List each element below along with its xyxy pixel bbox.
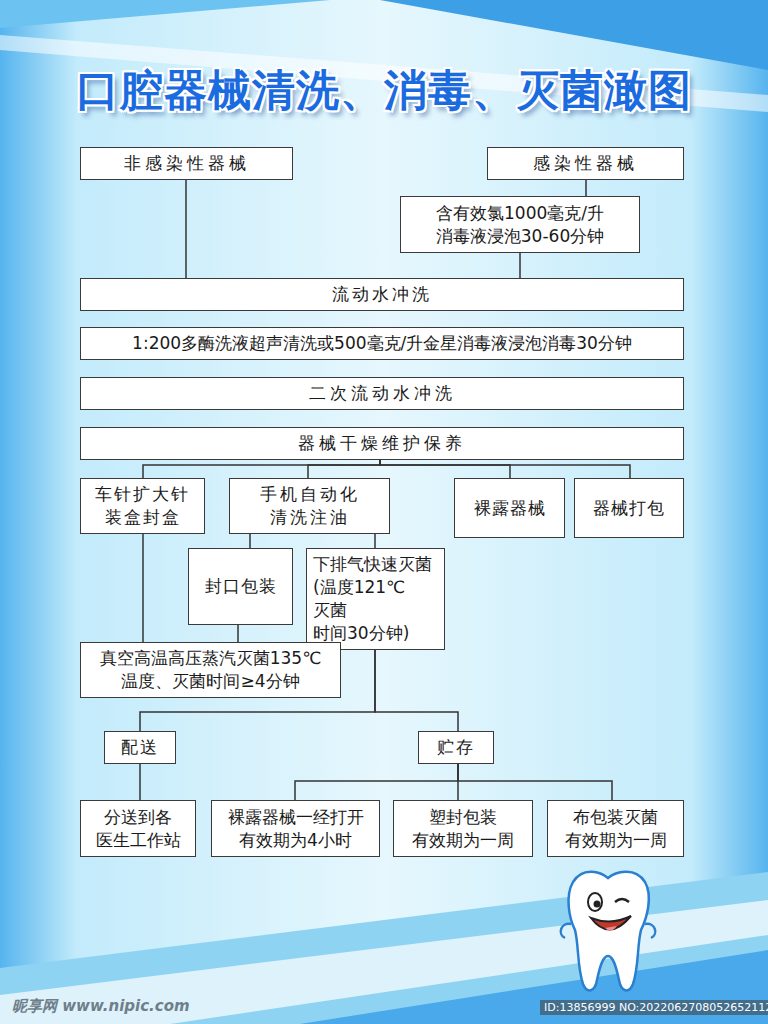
connector-line	[142, 534, 144, 642]
box-text: 封口包装	[195, 575, 286, 598]
connector-line	[308, 460, 380, 478]
box-content: 裸露器械一经打开 有效期为4小时	[212, 804, 379, 854]
box-text: 分送到各 医生工作站	[87, 806, 189, 852]
box-content: 贮存	[419, 734, 493, 761]
process-box: 配送	[104, 731, 176, 764]
box-text: 1:200多酶洗液超声清洗或500毫克/升金星消毒液浸泡消毒30分钟	[87, 332, 677, 355]
process-box: 塑封包装 有效期为一周	[393, 800, 533, 857]
tooth-pupil	[594, 901, 601, 908]
connector-line	[374, 534, 376, 548]
process-box: 流动水冲洗	[80, 278, 684, 311]
process-box: 裸露器械	[454, 478, 565, 538]
box-text: 二次流动水冲洗	[87, 382, 677, 405]
box-text: 感染性器械	[494, 152, 677, 175]
box-content: 非感染性器械	[81, 150, 292, 177]
connector-line	[458, 764, 612, 800]
box-text: 裸露器械	[461, 497, 558, 520]
box-content: 流动水冲洗	[81, 281, 683, 308]
box-text: 器械打包	[581, 497, 677, 520]
corner-band	[380, 0, 768, 70]
box-content: 器械打包	[575, 495, 683, 522]
process-box: 真空高温高压蒸汽灭菌135℃ 温度、灭菌时间≥4分钟	[80, 642, 341, 698]
box-content: 器械干燥维护保养	[81, 430, 683, 457]
box-content: 二次流动水冲洗	[81, 380, 683, 407]
process-box: 车针扩大针 装盒封盒	[80, 478, 205, 534]
process-box: 封口包装	[188, 548, 293, 625]
box-text: 裸露器械一经打开 有效期为4小时	[218, 806, 373, 852]
connector-line	[380, 460, 510, 478]
box-content: 裸露器械	[455, 495, 564, 522]
box-content: 感染性器械	[488, 150, 683, 177]
connector-line	[139, 764, 141, 800]
connector-line	[185, 180, 187, 278]
box-text: 手机自动化 清洗注油	[236, 483, 383, 529]
process-box: 二次流动水冲洗	[80, 377, 684, 410]
box-content: 分送到各 医生工作站	[81, 804, 195, 854]
box-content: 配送	[105, 734, 175, 761]
tooth-tongue	[605, 926, 617, 931]
process-box: 手机自动化 清洗注油	[229, 478, 390, 534]
box-content: 车针扩大针 装盒封盒	[81, 481, 204, 531]
corner-band	[0, 0, 330, 28]
box-text: 配送	[111, 736, 169, 759]
box-text: 含有效氯1000毫克/升 消毒液浸泡30-60分钟	[407, 202, 633, 248]
box-text: 非感染性器械	[87, 152, 286, 175]
tooth-body	[569, 872, 649, 991]
box-text: 布包装灭菌 有效期为一周	[554, 806, 677, 852]
connector-line	[375, 650, 458, 731]
title: 口腔器械清洗、消毒、灭菌澉图	[0, 62, 768, 120]
connector-line	[249, 534, 251, 548]
box-content: 布包装灭菌 有效期为一周	[548, 804, 683, 854]
box-text: 塑封包装 有效期为一周	[400, 806, 526, 852]
tooth-arm	[561, 924, 571, 938]
process-box: 布包装灭菌 有效期为一周	[547, 800, 684, 857]
process-box: 非感染性器械	[80, 147, 293, 180]
box-text: 流动水冲洗	[87, 283, 677, 306]
connector-line	[585, 180, 587, 196]
process-box: 贮存	[418, 731, 494, 764]
watermark: 昵享网 www.nipic.com	[8, 996, 194, 1017]
image-id: ID:13856999 NO:20220627080526521125	[540, 1000, 768, 1015]
process-box: 下排气快速灭菌 (温度121℃灭菌 时间30分钟)	[306, 548, 445, 650]
box-content: 1:200多酶洗液超声清洗或500毫克/升金星消毒液浸泡消毒30分钟	[81, 330, 683, 357]
box-content: 含有效氯1000毫克/升 消毒液浸泡30-60分钟	[401, 200, 639, 250]
box-content: 真空高温高压蒸汽灭菌135℃ 温度、灭菌时间≥4分钟	[81, 645, 340, 695]
tooth-arm	[645, 924, 655, 938]
tooth-wink	[615, 899, 629, 902]
box-content: 手机自动化 清洗注油	[230, 481, 389, 531]
tooth-mascot	[553, 862, 663, 996]
box-text: 下排气快速灭菌 (温度121℃灭菌 时间30分钟)	[313, 553, 438, 645]
process-box: 含有效氯1000毫克/升 消毒液浸泡30-60分钟	[400, 196, 640, 253]
process-box: 器械打包	[574, 478, 684, 538]
tooth-eye	[588, 893, 602, 911]
box-content: 封口包装	[189, 573, 292, 600]
connector-line	[519, 253, 521, 278]
connector-line	[295, 764, 458, 800]
box-text: 车针扩大针 装盒封盒	[87, 483, 198, 529]
process-box: 感染性器械	[487, 147, 684, 180]
box-content: 塑封包装 有效期为一周	[394, 804, 532, 854]
box-text: 器械干燥维护保养	[87, 432, 677, 455]
connector-line	[143, 460, 380, 478]
process-box: 分送到各 医生工作站	[80, 800, 196, 857]
box-text: 真空高温高压蒸汽灭菌135℃ 温度、灭菌时间≥4分钟	[87, 647, 334, 693]
process-box: 裸露器械一经打开 有效期为4小时	[211, 800, 380, 857]
process-box: 1:200多酶洗液超声清洗或500毫克/升金星消毒液浸泡消毒30分钟	[80, 327, 684, 360]
box-text: 贮存	[425, 736, 487, 759]
box-content: 下排气快速灭菌 (温度121℃灭菌 时间30分钟)	[307, 551, 444, 647]
connector-line	[237, 625, 239, 642]
connector-line	[380, 460, 630, 478]
process-box: 器械干燥维护保养	[80, 427, 684, 460]
